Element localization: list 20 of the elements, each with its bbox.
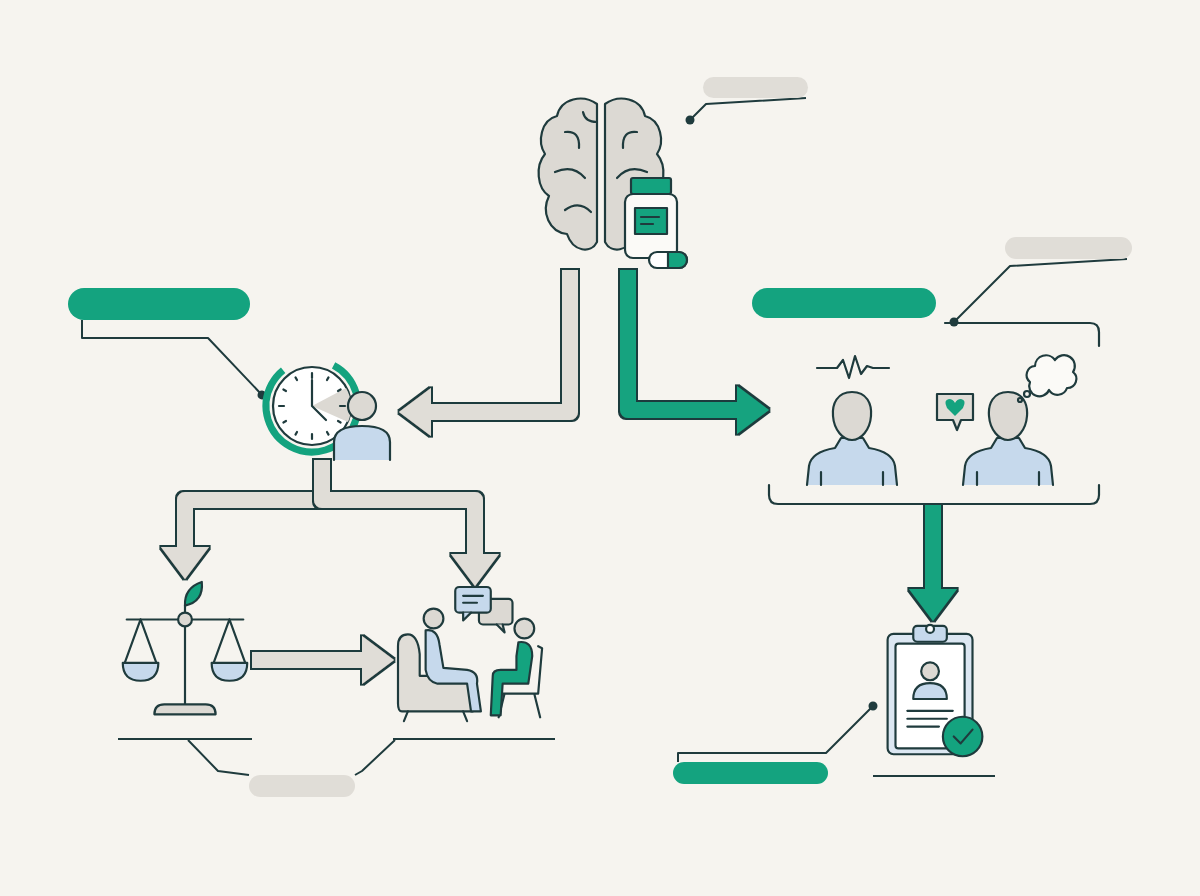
bracket-panel: [768, 322, 1100, 505]
person-drawing: [805, 352, 900, 485]
leader-line: [685, 97, 807, 125]
placeholder-bar: [673, 762, 828, 784]
placeholder-bar: [1005, 237, 1132, 259]
placeholder-bar: [249, 775, 355, 797]
leader-line: [187, 739, 250, 776]
balance-scale-drawing: [118, 578, 252, 740]
leader-line: [677, 701, 878, 763]
leader-line: [949, 258, 1128, 327]
block-arrow: [252, 636, 394, 684]
placeholder-bar: [703, 77, 808, 98]
leader-line: [81, 319, 267, 400]
placeholder-bar: [68, 288, 250, 320]
leader-line: [354, 739, 396, 776]
block-arrow: [620, 270, 769, 434]
placeholder-bar: [752, 288, 936, 318]
therapy-session-drawing: [393, 585, 555, 740]
block-arrow: [399, 270, 578, 436]
block-arrow: [909, 505, 957, 621]
